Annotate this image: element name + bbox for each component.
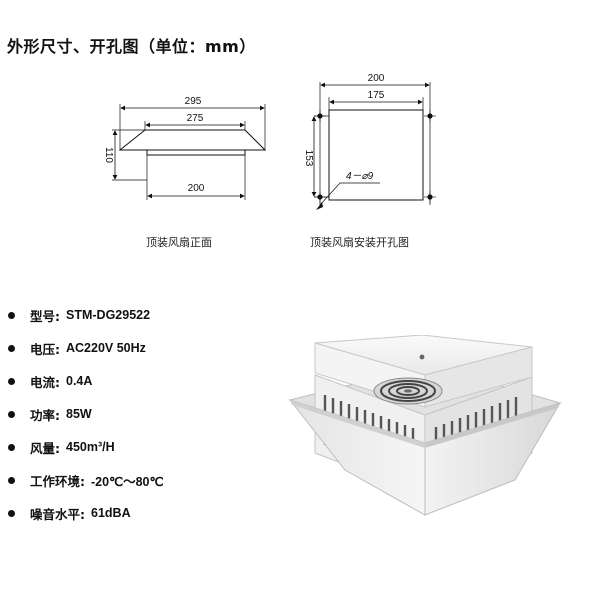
- mounting-hole-markers: [314, 110, 436, 203]
- spec-label: 功率:: [30, 407, 60, 423]
- dimension-drawings: 295 275 200 110: [103, 73, 436, 210]
- spec-value: 0.4A: [66, 374, 93, 388]
- bullet-icon: [8, 509, 15, 517]
- spec-label: 工作环境:: [30, 473, 85, 489]
- product-photo: [288, 335, 562, 516]
- spec-label: 电流:: [30, 374, 60, 390]
- bullet-icon: [8, 410, 15, 418]
- bullet-icon: [8, 443, 15, 451]
- cutout-dim-inner: 175: [368, 90, 385, 101]
- spec-item-voltage: 电压: AC220V 50Hz: [8, 338, 146, 358]
- spec-item-current: 电流: 0.4A: [8, 371, 92, 391]
- cutout-hole-note: 4－⌀9: [346, 171, 374, 182]
- spec-value: 85W: [66, 407, 92, 421]
- spec-value: STM-DG29522: [66, 308, 151, 322]
- front-view-drawing: 295 275 200 110: [103, 96, 267, 200]
- spec-label: 噪音水平:: [30, 506, 85, 522]
- spec-label: 电压:: [30, 341, 60, 357]
- spec-label: 风量:: [30, 440, 60, 456]
- spec-item-power: 功率: 85W: [8, 404, 92, 424]
- front-dim-bottom: 200: [188, 183, 205, 194]
- cutout-view-drawing: 200 175 153 4－⌀9: [303, 73, 436, 210]
- cutout-dim-outer: 200: [368, 73, 385, 84]
- fan-grille-icon: [373, 377, 443, 405]
- front-dim-height: 110: [103, 147, 114, 163]
- cutout-dim-height: 153: [303, 150, 314, 167]
- front-view-caption: 顶装风扇正面: [146, 236, 212, 249]
- spec-value: 450m³/H: [66, 440, 115, 454]
- cutout-view-caption: 顶装风扇安装开孔图: [310, 236, 409, 249]
- page-title: 外形尺寸、开孔图（单位：mm）: [7, 37, 256, 56]
- spec-value: 61dBA: [91, 506, 131, 520]
- bullet-icon: [8, 311, 15, 319]
- spec-item-airflow: 风量: 450m³/H: [8, 437, 115, 457]
- front-dim-top-outer: 295: [185, 96, 202, 107]
- spec-value: -20℃～80℃: [91, 474, 164, 489]
- spec-label: 型号:: [30, 308, 60, 324]
- spec-item-model: 型号: STM-DG29522: [8, 305, 150, 325]
- spec-item-environment: 工作环境: -20℃～80℃: [8, 470, 164, 490]
- front-dim-top-inner: 275: [187, 113, 204, 124]
- bullet-icon: [8, 476, 15, 484]
- bullet-icon: [8, 344, 15, 352]
- bullet-icon: [8, 377, 15, 385]
- spec-item-noise: 噪音水平: 61dBA: [8, 503, 131, 523]
- spec-value: AC220V 50Hz: [66, 341, 146, 355]
